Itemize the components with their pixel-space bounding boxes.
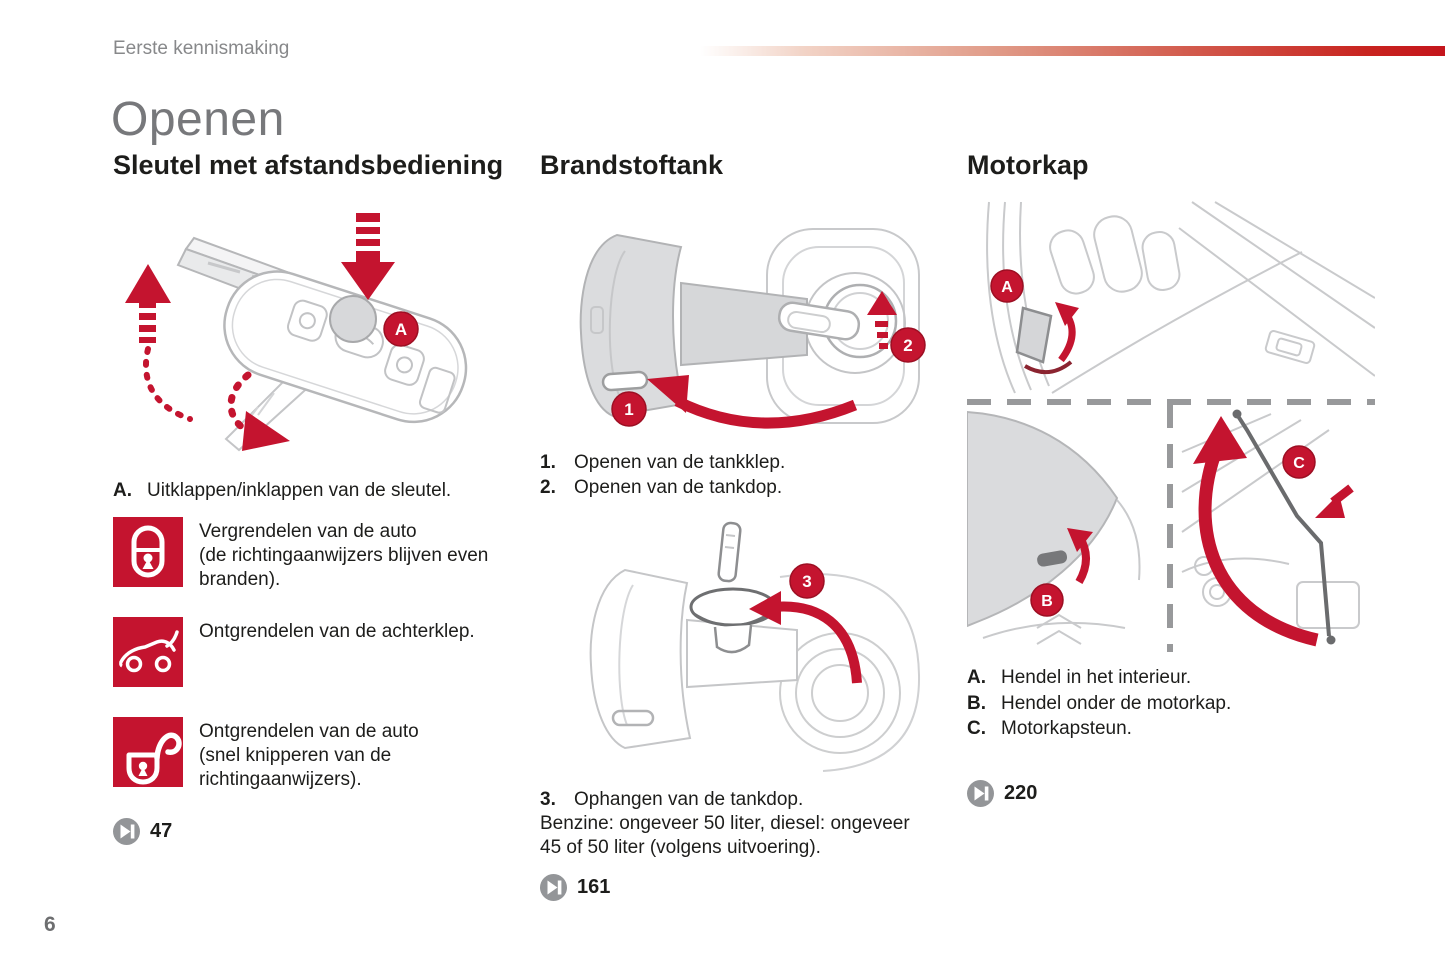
- lock-row-text: Vergrendelen van de auto (de richtingaan…: [199, 521, 489, 590]
- arrow-up-icon: [125, 264, 193, 422]
- hood-panel: [967, 410, 1119, 628]
- hood-section-heading: Motorkap: [967, 150, 1089, 180]
- lock-open-icon: [113, 717, 183, 787]
- key-page-reference: 47: [113, 818, 172, 845]
- arrow-pull-lever: [1023, 302, 1079, 374]
- fuel-note: Benzine: ongeveer 50 liter, diesel: onge…: [540, 813, 910, 858]
- arrow-curved-icon: [227, 371, 290, 451]
- arrow-open-hood: [1193, 416, 1319, 647]
- arrow-unscrew-cap: [867, 291, 897, 349]
- key-item-a: A. Uitklappen/inklappen van de sleutel.: [113, 479, 523, 503]
- hanging-cap: [689, 521, 777, 654]
- arrow-down-icon: [341, 213, 395, 300]
- lock-closed-icon: [113, 517, 183, 587]
- interior-footwell-lines: [986, 201, 1375, 394]
- svg-text:A: A: [395, 320, 407, 339]
- fuel-step-3: 3. Ophangen van de tankdop.: [540, 789, 804, 810]
- item-letter: A.: [113, 480, 132, 501]
- skip-forward-icon: [540, 874, 567, 901]
- lock-row: Vergrendelen van de auto (de richtingaan…: [113, 517, 513, 592]
- callout-b: B: [1030, 583, 1064, 617]
- page-number: 6: [44, 913, 56, 936]
- fuel-flap: [579, 233, 685, 418]
- callout-2: 2: [890, 327, 926, 363]
- arrow-lift-catch: [1067, 528, 1093, 585]
- item-text: Uitklappen/inklappen van de sleutel.: [147, 480, 452, 501]
- callout-1: 1: [611, 391, 647, 427]
- fuel-step-1: 1. Openen van de tankklep.: [540, 452, 786, 473]
- svg-text:3: 3: [802, 572, 811, 591]
- key-remote-illustration: A: [125, 213, 468, 452]
- car-tailgate-open-icon: [113, 617, 183, 687]
- arrow-open-flap: [647, 375, 858, 429]
- key-section-heading: Sleutel met afstandsbediening: [113, 150, 504, 180]
- hood-illustration: A B: [967, 201, 1375, 652]
- svg-text:C: C: [1293, 455, 1305, 472]
- svg-text:1: 1: [624, 400, 633, 419]
- breadcrumb: Eerste kennismaking: [113, 38, 290, 59]
- fuel-cap-hanging-illustration: 3: [589, 521, 921, 772]
- hood-item-a: A. Hendel in het interieur.: [967, 667, 1192, 688]
- reference-page-number: 161: [577, 876, 611, 898]
- flap-hinge-arm: [680, 281, 808, 367]
- tailgate-row-text: Ontgrendelen van de achterklep.: [199, 621, 475, 642]
- key-pivot: [329, 295, 377, 343]
- unlock-row: Ontgrendelen van de auto (snel knipperen…: [113, 717, 513, 792]
- interior-hood-lever: [1015, 306, 1053, 364]
- svg-text:A: A: [1001, 279, 1013, 296]
- fuel-flap-open-illustration: 1 2: [579, 228, 926, 429]
- skip-forward-icon: [113, 818, 140, 845]
- fuel-section-heading: Brandstoftank: [540, 150, 724, 180]
- page-title: Openen: [111, 93, 285, 146]
- fuel-page-reference: 161: [540, 874, 610, 901]
- callout-a: A: [990, 269, 1024, 303]
- hood-item-c: C. Motorkapsteun.: [967, 718, 1132, 739]
- arrow-to-rod: [1315, 484, 1354, 518]
- svg-text:2: 2: [903, 336, 912, 355]
- unlock-row-text: Ontgrendelen van de auto (snel knipperen…: [199, 721, 419, 790]
- hood-safety-catch: [1037, 550, 1068, 567]
- arrow-hang-cap: [749, 591, 862, 684]
- skip-forward-icon: [967, 780, 994, 807]
- hood-page-reference: 220: [967, 780, 1037, 807]
- svg-text:B: B: [1041, 593, 1053, 610]
- reference-page-number: 47: [150, 820, 173, 842]
- key-fob-body: [223, 270, 468, 424]
- reference-page-number: 220: [1004, 782, 1038, 804]
- callout-a: A: [383, 311, 419, 347]
- fuel-step-2: 2. Openen van de tankdop.: [540, 477, 783, 498]
- fuel-flap-outline: [589, 568, 692, 750]
- hood-item-b: B. Hendel onder de motorkap.: [967, 693, 1232, 714]
- header-accent-bar: [700, 46, 1445, 56]
- hood-stay-rod: [1236, 414, 1331, 637]
- tailgate-row: Ontgrendelen van de achterklep.: [113, 617, 513, 687]
- callout-c: C: [1282, 445, 1316, 479]
- callout-3: 3: [789, 563, 825, 599]
